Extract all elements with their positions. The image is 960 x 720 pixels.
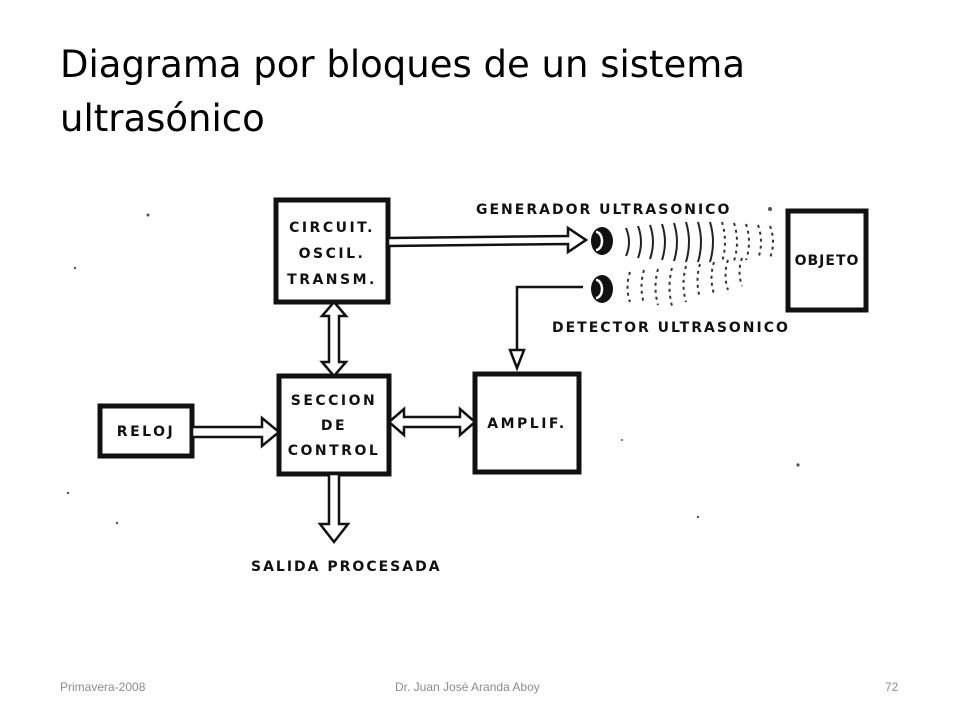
scan-speckles	[66, 207, 800, 525]
control-label-3: CONTROL	[288, 443, 381, 459]
clock-label: RELOJ	[117, 424, 175, 440]
detector-transducer-icon	[591, 275, 613, 303]
detector-to-amplifier-line	[515, 285, 583, 356]
control-block	[276, 373, 392, 477]
reflected-waves	[626, 257, 743, 307]
footer-page-number: 72	[885, 680, 899, 694]
oscillator-block	[273, 197, 391, 305]
clock-to-control-arrow	[190, 415, 281, 449]
footer-author: Dr. Juan José Aranda Aboy	[395, 680, 540, 694]
object-block	[785, 208, 869, 313]
oscillator-label-1: CIRCUIT.	[289, 220, 375, 236]
amplifier-block	[472, 371, 582, 475]
object-label: OBJETO	[795, 253, 860, 269]
control-label-1: SECCION	[291, 393, 378, 409]
detector-label: DETECTOR ULTRASONICO	[552, 320, 790, 336]
oscillator-label-3: TRANSM.	[287, 272, 377, 288]
control-to-output-arrow	[317, 472, 351, 545]
generator-transducer-icon	[591, 227, 613, 255]
output-label: SALIDA PROCESADA	[251, 559, 442, 575]
slide-title: Diagrama por bloques de un sistema ultra…	[60, 43, 746, 140]
oscillator-control-arrow	[319, 300, 349, 378]
control-label-2: DE	[321, 418, 347, 434]
amplifier-label: AMPLIF.	[487, 416, 566, 432]
emitted-waves	[625, 221, 774, 263]
generator-label: GENERADOR ULTRASONICO	[476, 202, 731, 218]
control-amplifier-arrow	[387, 406, 477, 438]
oscillator-to-generator-arrow	[386, 225, 589, 255]
detector-to-amplifier-arrowhead	[508, 348, 526, 372]
oscillator-label-2: OSCIL.	[299, 246, 366, 262]
footer-date: Primavera-2008	[60, 680, 146, 694]
